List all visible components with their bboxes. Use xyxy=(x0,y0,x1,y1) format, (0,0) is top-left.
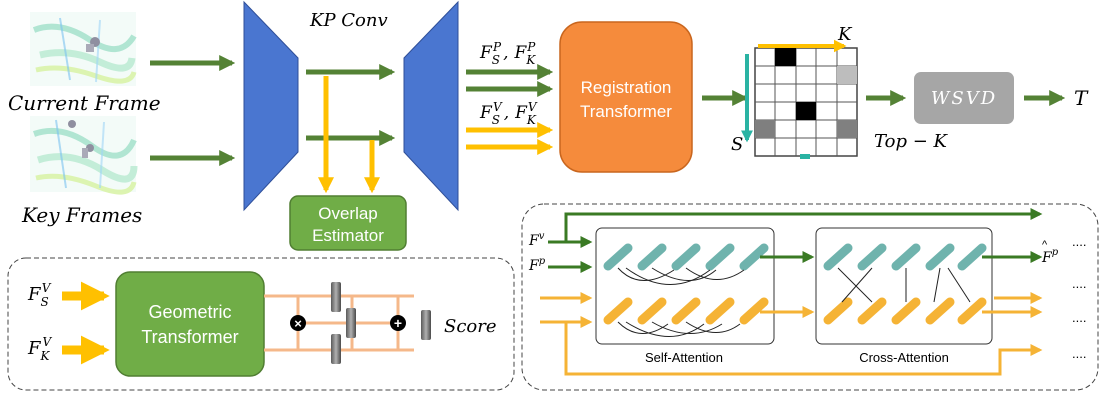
wsvd-label: WSVD xyxy=(931,88,997,109)
geometric-transformer-box: Geometric Transformer xyxy=(115,271,265,377)
cross-attention-links xyxy=(837,267,971,303)
overlap-estimator-box: Overlap Estimator xyxy=(289,195,407,251)
registration-transformer-box: Registration Transformer xyxy=(559,21,693,173)
cross-attention-block xyxy=(815,227,993,345)
top-k-label: Top − K xyxy=(874,131,948,152)
self-attention-teal-links xyxy=(617,267,745,285)
orange-bypass-arrow xyxy=(564,322,1043,376)
self-attention-orange-links xyxy=(617,321,741,337)
output-t-label: T xyxy=(1074,86,1089,110)
matrix-cell-dark-1 xyxy=(775,48,796,66)
fv-label: Fv xyxy=(528,231,545,249)
geometric-transformer-panel xyxy=(7,257,515,391)
kpconv-decoder xyxy=(403,0,459,212)
score-layer-2 xyxy=(346,308,356,338)
self-attention-label: Self-Attention xyxy=(645,350,723,365)
attention-detail-panel xyxy=(521,203,1099,391)
multiply-op-icon: × xyxy=(290,315,306,331)
geometric-label-1: Geometric xyxy=(148,302,231,322)
self-attention-teal-tokens xyxy=(603,243,769,271)
matrix-cell-gray-1 xyxy=(755,120,775,138)
ellipsis-1: .... xyxy=(1072,234,1086,249)
matrix-cell-light-1 xyxy=(837,66,857,84)
wsvd-box: WSVD xyxy=(914,72,1014,124)
k-axis-label: K xyxy=(837,24,853,45)
self-attention-orange-tokens xyxy=(603,297,769,325)
svg-text:+: + xyxy=(394,315,402,331)
overlap-estimator-label-1: Overlap xyxy=(318,204,378,223)
registration-label-2: Transformer xyxy=(580,102,672,121)
add-op-icon: + xyxy=(390,315,406,331)
overlap-estimator-label-2: Estimator xyxy=(312,226,384,245)
fp-hat-label: Fp xyxy=(1041,247,1059,266)
fp-hat-accent: ^ xyxy=(1042,239,1048,251)
key-frames-label: Key Frames xyxy=(21,203,142,227)
kpconv-label: KP Conv xyxy=(309,10,388,31)
value-bypass-arrow xyxy=(564,208,1043,243)
cross-attention-label: Cross-Attention xyxy=(859,350,949,365)
registration-label-1: Registration xyxy=(581,78,672,97)
cross-attention-orange-tokens xyxy=(823,297,987,325)
fp-label: Fp xyxy=(528,256,546,274)
matrix-marker xyxy=(800,154,810,159)
current-frame-pointcloud xyxy=(30,12,137,86)
geo-input-k-label: FKV xyxy=(27,335,52,363)
score-layer-4 xyxy=(421,310,431,340)
cross-attention-teal-tokens xyxy=(823,243,987,271)
s-axis-label: S xyxy=(731,134,743,155)
kpconv-encoder xyxy=(243,0,299,212)
self-attention-block xyxy=(595,227,775,345)
key-frames-pointcloud xyxy=(30,116,138,195)
score-layer-3 xyxy=(331,334,341,364)
svg-text:×: × xyxy=(294,316,302,331)
matrix-cell-dark-2 xyxy=(796,102,816,120)
score-layer-1 xyxy=(331,282,341,312)
point-feature-label: FSP,FKP xyxy=(479,40,536,67)
ellipsis-3: .... xyxy=(1072,310,1086,325)
ellipsis-4: .... xyxy=(1072,346,1086,361)
matrix-cell-gray-2 xyxy=(837,120,857,138)
score-label: Score xyxy=(444,316,497,337)
current-frame-label: Current Frame xyxy=(8,91,161,115)
correspondence-matrix xyxy=(754,47,858,159)
geo-input-s-label: FSV xyxy=(27,281,52,309)
ellipsis-2: .... xyxy=(1072,276,1086,291)
voxel-feature-label: FSV,FKV xyxy=(479,100,538,127)
geometric-label-2: Transformer xyxy=(141,327,238,347)
